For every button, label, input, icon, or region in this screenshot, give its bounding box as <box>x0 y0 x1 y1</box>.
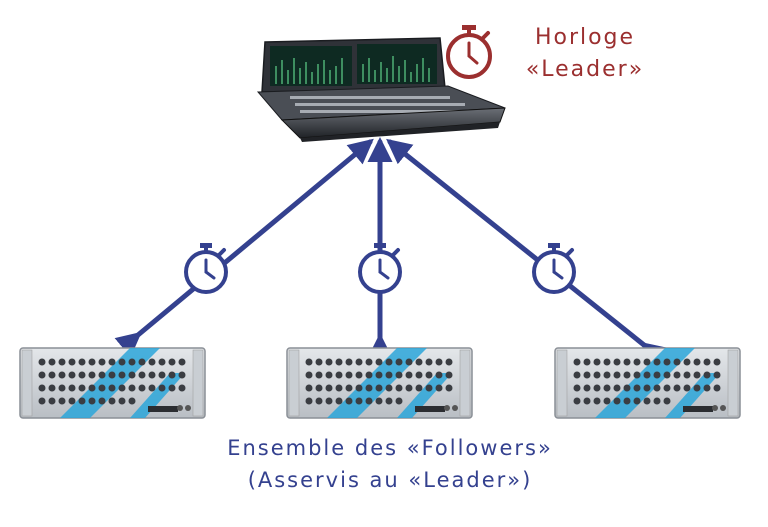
leader-label: Horloge «Leader» <box>505 22 665 86</box>
followers-title-line1: Ensemble des «Followers» <box>227 436 553 460</box>
follower-stagebox-center <box>286 347 473 419</box>
stopwatch-icon <box>446 25 492 79</box>
followers-title-line2: (Asservis au «Leader») <box>247 468 533 492</box>
arrow-icon <box>114 137 668 368</box>
follower-stagebox-left <box>19 347 206 419</box>
leader-title-line1: Horloge <box>534 25 636 50</box>
stopwatch-icon <box>358 241 402 294</box>
mixing-console-image <box>256 37 506 142</box>
leader-title-line2: «Leader» <box>525 57 645 82</box>
stopwatch-icon <box>532 241 576 294</box>
followers-label: Ensemble des «Followers» (Asservis au «L… <box>120 432 660 496</box>
follower-stagebox-right <box>554 347 741 419</box>
stopwatch-icon <box>184 241 228 294</box>
